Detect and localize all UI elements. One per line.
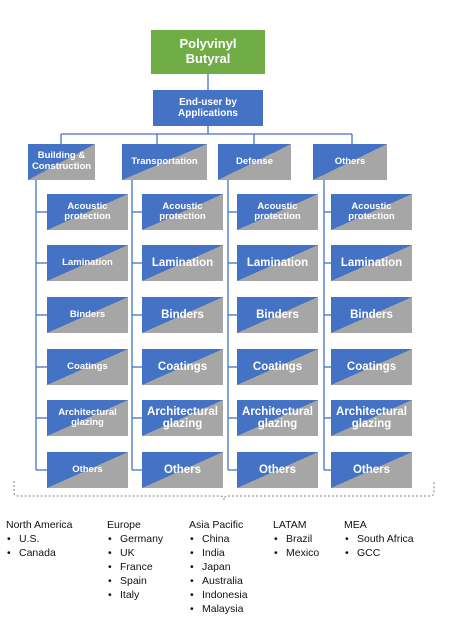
app-label: Coatings (67, 360, 108, 372)
app-coatings: Coatings (237, 349, 318, 385)
app-architectural-glazing: Architectural glazing (47, 400, 128, 436)
app-acoustic-protection: Acoustic protection (237, 194, 318, 230)
country-item: India (189, 546, 248, 560)
app-label: Architectural glazing (147, 405, 218, 430)
country-item: Italy (107, 588, 163, 602)
app-acoustic-protection: Acoustic protection (142, 194, 223, 230)
country-item: Brazil (273, 532, 319, 546)
region-name: MEA (344, 519, 367, 531)
app-label: Architectural glazing (242, 405, 313, 430)
app-label: Acoustic protection (254, 200, 301, 222)
app-label: Lamination (151, 256, 214, 269)
country-item: South Africa (344, 532, 414, 546)
app-lamination: Lamination (237, 245, 318, 281)
category-others: Others (313, 144, 387, 180)
country-item: U.S. (6, 532, 73, 546)
app-label: Binders (350, 308, 393, 321)
category-label: Transportation (131, 155, 198, 167)
app-others: Others (331, 452, 412, 488)
app-architectural-glazing: Architectural glazing (331, 400, 412, 436)
app-others: Others (47, 452, 128, 488)
end-user-label: End-user by Applications (177, 96, 238, 120)
app-label: Others (163, 463, 202, 476)
country-list: Germany UK France Spain Italy (107, 532, 163, 602)
app-label: Coatings (157, 360, 208, 373)
country-item: Malaysia (189, 602, 248, 616)
app-label: Acoustic protection (64, 200, 111, 222)
region-asia-pacific: Asia Pacific China India Japan Australia… (189, 518, 248, 616)
country-item: Mexico (273, 546, 319, 560)
app-architectural-glazing: Architectural glazing (237, 400, 318, 436)
app-others: Others (237, 452, 318, 488)
app-binders: Binders (331, 297, 412, 333)
app-architectural-glazing: Architectural glazing (142, 400, 223, 436)
app-label: Others (352, 463, 391, 476)
app-label: Lamination (62, 256, 113, 268)
category-transportation: Transportation (122, 144, 207, 180)
app-label: Coatings (346, 360, 397, 373)
app-label: Lamination (246, 256, 309, 269)
region-europe: Europe Germany UK France Spain Italy (107, 518, 163, 602)
app-binders: Binders (142, 297, 223, 333)
app-lamination: Lamination (47, 245, 128, 281)
category-defense: Defense (218, 144, 291, 180)
country-item: China (189, 532, 248, 546)
category-building-construction: Building & Construction (28, 144, 95, 180)
country-item: France (107, 560, 163, 574)
app-coatings: Coatings (142, 349, 223, 385)
app-coatings: Coatings (47, 349, 128, 385)
region-name: Asia Pacific (189, 519, 244, 531)
country-item: Indonesia (189, 588, 248, 602)
country-list: Brazil Mexico (273, 532, 319, 560)
root-node: Polyvinyl Butyral (151, 30, 265, 74)
region-north-america: North America U.S. Canada (6, 518, 73, 560)
country-item: Spain (107, 574, 163, 588)
app-label: Others (258, 463, 297, 476)
country-item: Canada (6, 546, 73, 560)
country-item: UK (107, 546, 163, 560)
app-acoustic-protection: Acoustic protection (331, 194, 412, 230)
category-label: Building & Construction (31, 150, 92, 172)
country-list: U.S. Canada (6, 532, 73, 560)
app-label: Binders (69, 308, 106, 320)
app-label: Binders (256, 308, 299, 321)
app-coatings: Coatings (331, 349, 412, 385)
app-label: Architectural glazing (58, 406, 117, 428)
country-list: China India Japan Australia Indonesia Ma… (189, 532, 248, 616)
app-lamination: Lamination (331, 245, 412, 281)
app-label: Others (72, 463, 103, 475)
region-name: North America (6, 519, 73, 531)
region-name: LATAM (273, 519, 307, 531)
app-lamination: Lamination (142, 245, 223, 281)
country-item: Australia (189, 574, 248, 588)
region-latam: LATAM Brazil Mexico (273, 518, 319, 560)
app-label: Architectural glazing (336, 405, 407, 430)
app-label: Lamination (340, 256, 403, 269)
app-others: Others (142, 452, 223, 488)
region-name: Europe (107, 519, 141, 531)
country-item: GCC (344, 546, 414, 560)
country-list: South Africa GCC (344, 532, 414, 560)
region-mea: MEA South Africa GCC (344, 518, 414, 560)
category-label: Defense (236, 155, 273, 167)
app-label: Coatings (252, 360, 303, 373)
root-label: Polyvinyl Butyral (179, 36, 237, 66)
app-label: Binders (161, 308, 204, 321)
app-binders: Binders (237, 297, 318, 333)
app-label: Acoustic protection (159, 200, 206, 222)
category-label: Others (334, 155, 366, 167)
country-item: Germany (107, 532, 163, 546)
country-item: Japan (189, 560, 248, 574)
app-label: Acoustic protection (348, 200, 395, 222)
end-user-node: End-user by Applications (153, 90, 263, 126)
regions-bracket (13, 481, 435, 501)
app-binders: Binders (47, 297, 128, 333)
app-acoustic-protection: Acoustic protection (47, 194, 128, 230)
